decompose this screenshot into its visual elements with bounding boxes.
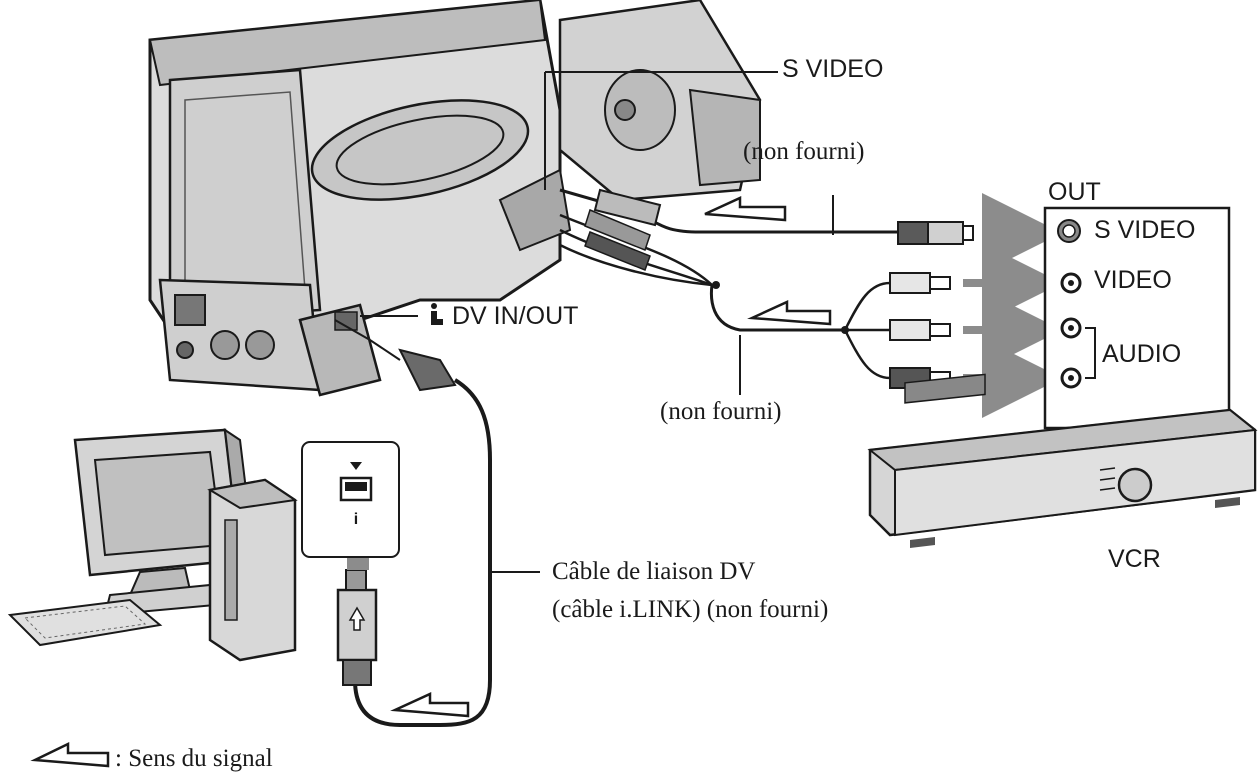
camcorder-illustration <box>148 0 762 397</box>
svg-text:i: i <box>354 511 358 528</box>
audio-label: AUDIO <box>1102 340 1182 368</box>
non-fourni-mid-label: (non fourni) <box>660 398 782 425</box>
computer-illustration: i <box>7 427 400 662</box>
vcr-illustration <box>867 373 1258 548</box>
vcr-label: VCR <box>1108 545 1161 573</box>
cable-label-line1: Câble de liaison DV <box>552 558 756 585</box>
s-video-top-label: S VIDEO <box>782 55 884 83</box>
cable-label-line2: (câble i.LINK) (non fourni) <box>552 596 829 623</box>
out-label: OUT <box>1048 178 1101 206</box>
s-video-cable <box>559 188 974 245</box>
i-link-icon <box>431 303 443 325</box>
outlined-left-arrow-icon <box>30 196 832 768</box>
gray-right-arrow-icon <box>963 193 1062 418</box>
dv-link-cable <box>334 319 492 727</box>
legend-text: : Sens du signal <box>115 745 273 772</box>
dv-in-out-label: DV IN/OUT <box>452 302 579 330</box>
video-label: VIDEO <box>1094 266 1172 294</box>
non-fourni-top-label: (non fourni) <box>743 138 865 165</box>
av-cable <box>559 208 951 389</box>
s-video-out-label: S VIDEO <box>1094 216 1196 244</box>
